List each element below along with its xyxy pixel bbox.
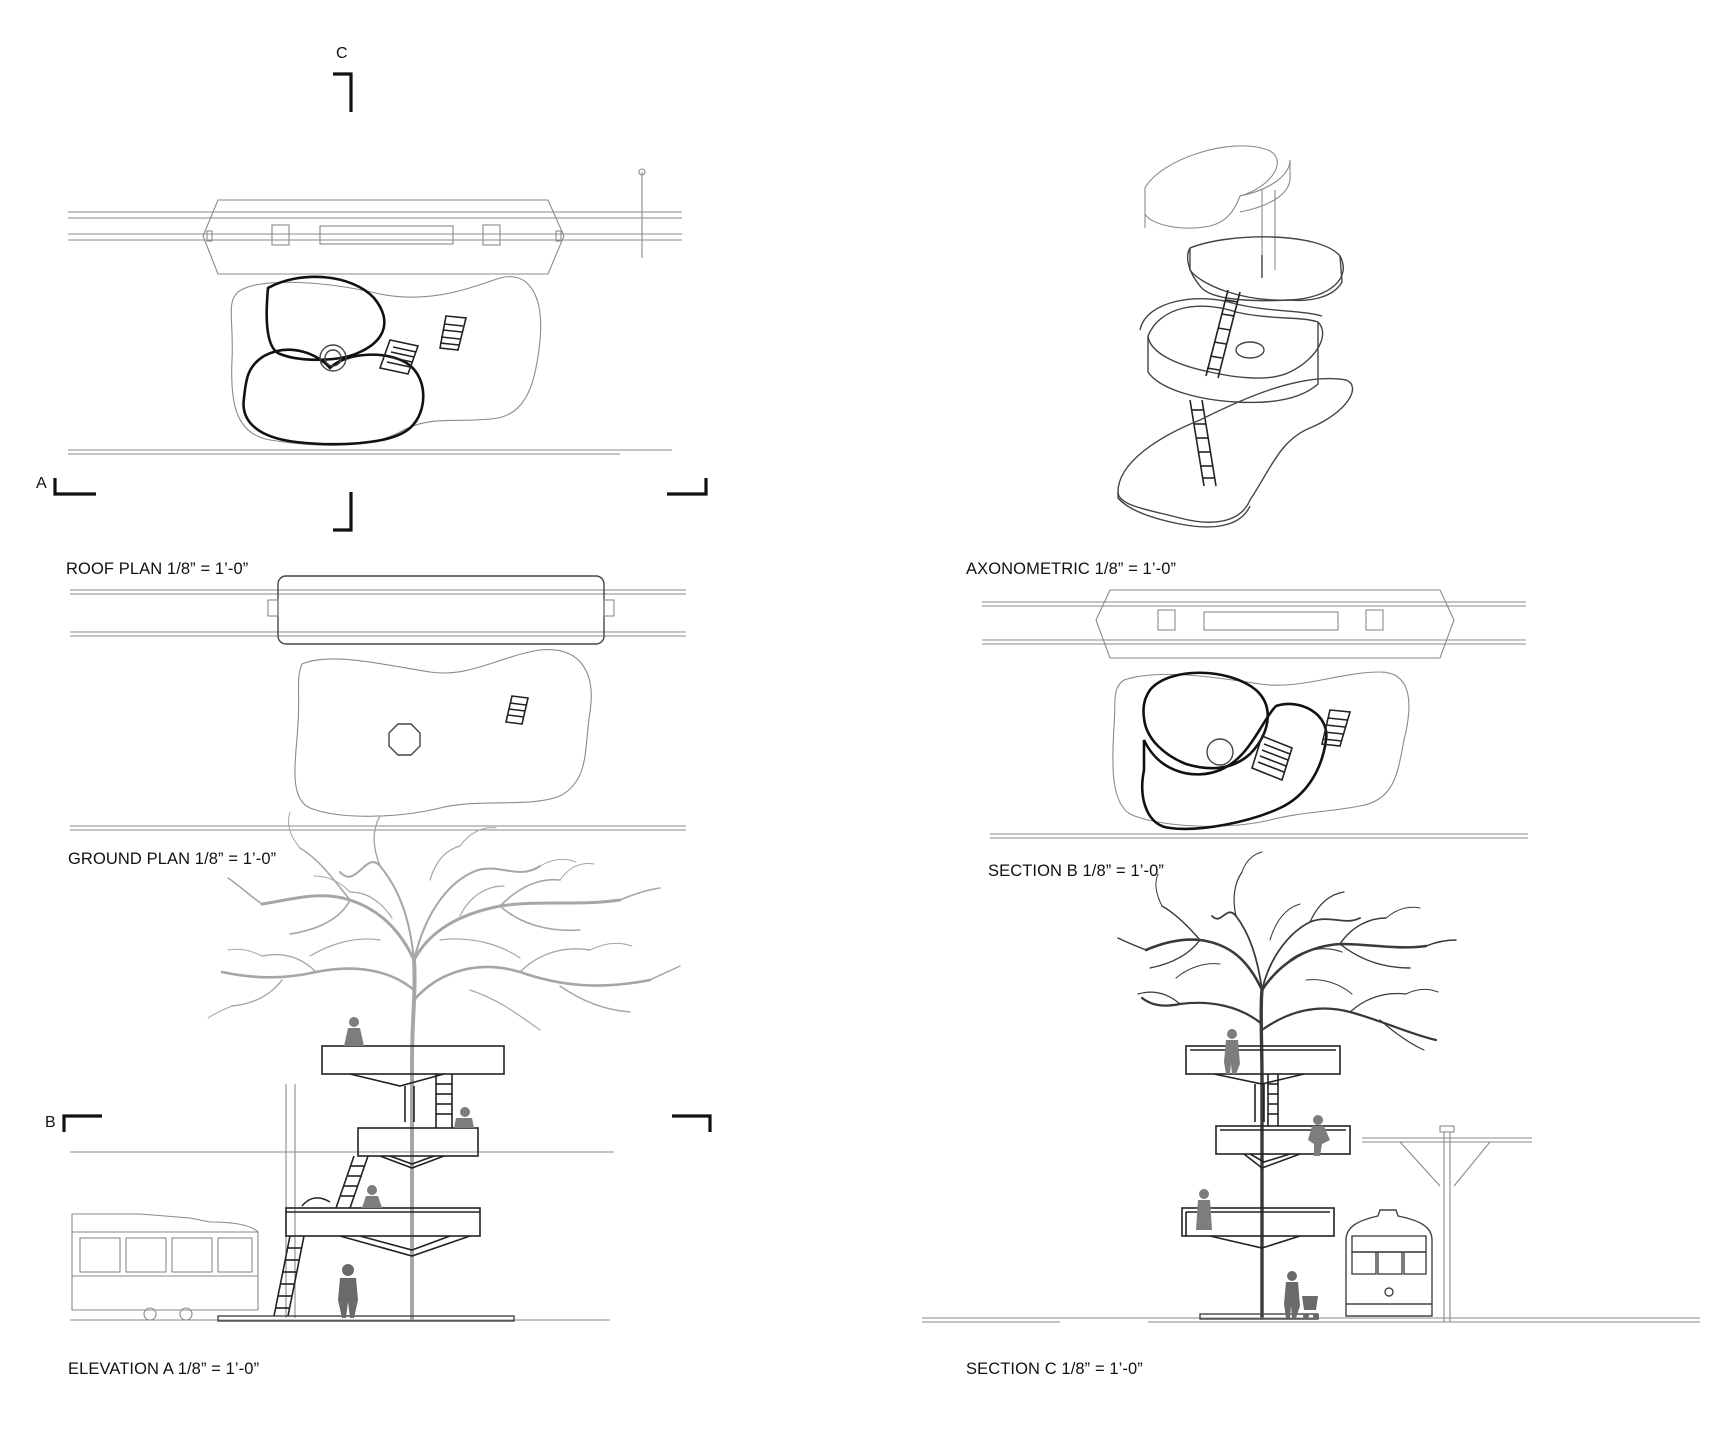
- section-b-stair: [1251, 734, 1293, 782]
- streetcar-roof: [202, 199, 565, 275]
- axon-ladder-lower: [1189, 399, 1217, 487]
- axon-ground-slab: [1117, 378, 1354, 523]
- ladder-plan: [439, 315, 468, 351]
- streetcar-plan: [277, 575, 605, 645]
- section-c-tree: [1117, 851, 1457, 1320]
- section-b-ground-outline: [1112, 671, 1410, 827]
- elevation-a-title: ELEVATION A 1/8” = 1’-0”: [68, 1360, 260, 1378]
- section-c-people: [1196, 1029, 1330, 1319]
- ground-ladder: [505, 695, 529, 725]
- lower-platform-outline: [242, 348, 425, 446]
- axon-upper-deck: [1144, 145, 1278, 229]
- elevation-bottom-platform: [285, 1197, 481, 1257]
- utility-pole: [1362, 1125, 1532, 1322]
- section-b-mark: B: [45, 1114, 56, 1131]
- axon-middle-deck: [1186, 236, 1344, 302]
- axonometric-drawing: [1117, 145, 1354, 528]
- section-c-middle-platform: [1215, 1125, 1351, 1169]
- ground-plan-title: GROUND PLAN 1/8” = 1’-0”: [68, 850, 277, 868]
- elevation-a-drawing: [62, 811, 712, 1322]
- section-c-ladder: [1267, 1074, 1279, 1126]
- ground-outline: [230, 276, 542, 446]
- section-c-marker-bottom: [333, 492, 353, 532]
- section-c-title: SECTION C 1/8” = 1’-0”: [966, 1360, 1143, 1378]
- section-b-marker-left: [62, 1114, 102, 1132]
- section-a-marker-left: [53, 478, 96, 496]
- section-b-upper-platform: [1142, 671, 1270, 770]
- elevation-top-platform: [321, 1045, 505, 1122]
- section-b-drawing: [982, 589, 1528, 839]
- section-c-streetcar: [1345, 1209, 1433, 1317]
- elevation-tree-canopy: [207, 811, 681, 1320]
- section-c-drawing: [922, 851, 1700, 1323]
- ground-plan-outline: [294, 649, 592, 817]
- elevation-streetcar: [71, 1213, 259, 1321]
- section-c-top-platform: [1185, 1045, 1341, 1122]
- roof-plan-drawing: [53, 72, 708, 532]
- trunk-octagon: [388, 723, 421, 756]
- elevation-ladder-middle: [335, 1155, 369, 1209]
- roof-plan-title: ROOF PLAN 1/8” = 1’-0”: [66, 560, 249, 578]
- section-b-streetcar-roof: [1095, 589, 1455, 659]
- upper-platform-outline: [265, 275, 386, 362]
- elevation-ladder-bottom: [273, 1235, 305, 1317]
- ground-plan-drawing: [70, 575, 686, 831]
- elevation-ladder-top: [435, 1074, 453, 1128]
- section-b-marker-right: [672, 1114, 712, 1132]
- axonometric-title: AXONOMETRIC 1/8” = 1’-0”: [966, 560, 1177, 578]
- elevation-people: [338, 1017, 474, 1318]
- section-a-mark: A: [36, 475, 47, 492]
- axon-lower-deck: [1147, 305, 1324, 379]
- section-b-title: SECTION B 1/8” = 1’-0”: [988, 862, 1164, 880]
- section-a-marker-right: [667, 478, 708, 496]
- section-c-mark: C: [336, 45, 348, 62]
- stair-plan: [378, 339, 420, 375]
- section-b-lower-platform: [1141, 702, 1328, 831]
- section-c-marker-top: [333, 72, 353, 112]
- axon-ladder-upper: [1205, 289, 1241, 379]
- elevation-middle-platform: [357, 1127, 479, 1169]
- section-b-ladder: [1321, 709, 1352, 747]
